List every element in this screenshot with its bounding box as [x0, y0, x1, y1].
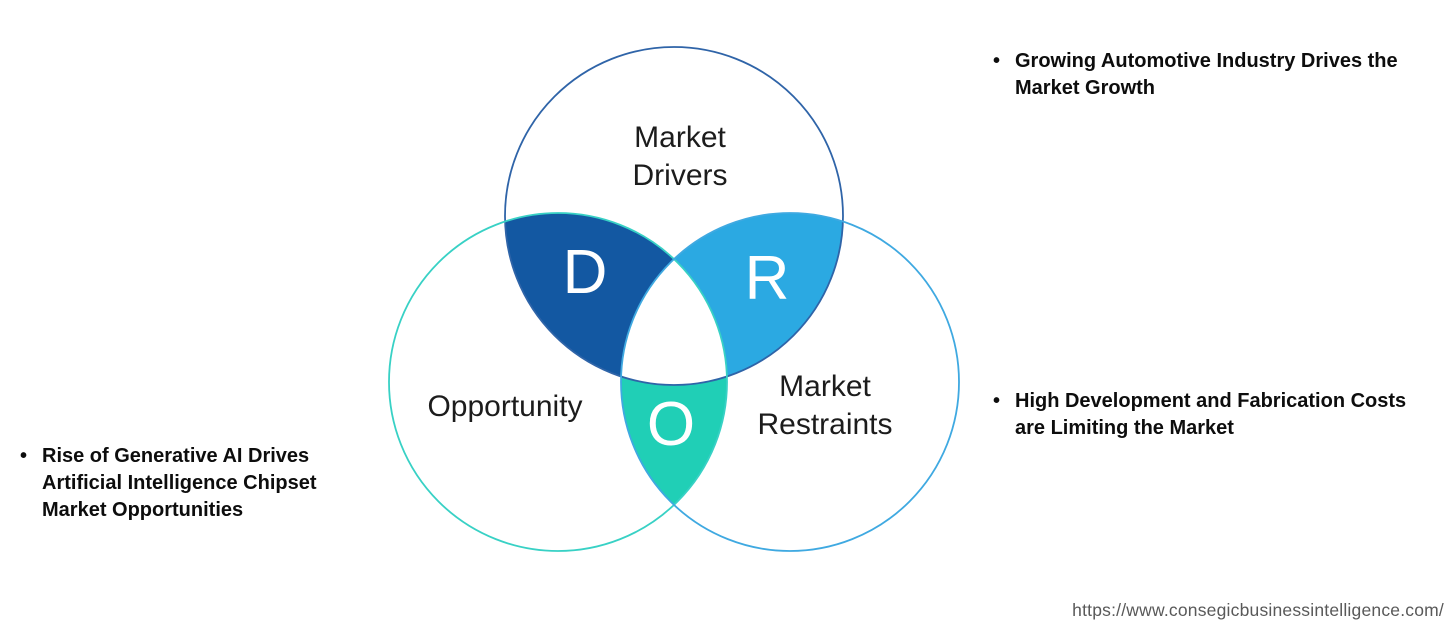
bullet-restraints-text: High Development and Fabrication Costs a…	[1015, 390, 1407, 439]
market-drivers-label-line2: Drivers	[632, 159, 728, 192]
opportunity-letter: O	[646, 390, 696, 459]
bullet-drivers-text: Growing Automotive Industry Drives the M…	[1015, 50, 1398, 99]
market-drivers-label: Market Drivers	[633, 119, 728, 195]
bullet-marker-icon: •	[20, 445, 28, 467]
bullet-marker-icon: •	[993, 50, 1001, 72]
market-restraints-label: Market Restraints	[757, 368, 892, 444]
drivers-circle-outline	[504, 46, 844, 386]
bullet-restraints-annotation: • High Development and Fabrication Costs…	[993, 388, 1420, 442]
opportunity-circle-outline	[388, 212, 728, 552]
market-drivers-label-line1: Market	[634, 121, 726, 154]
bullet-opportunity-annotation: • Rise of Generative AI Drives Artificia…	[20, 443, 364, 524]
drivers-letter: D	[562, 238, 608, 307]
market-restraints-label-line2: Restraints	[757, 408, 893, 441]
restraints-circle-outline	[620, 212, 960, 552]
bullet-drivers-annotation: • Growing Automotive Industry Drives the…	[993, 48, 1420, 102]
opportunity-label: Opportunity	[427, 390, 583, 423]
market-restraints-label-line1: Market	[779, 370, 871, 403]
bullet-marker-icon: •	[993, 390, 1001, 412]
bullet-opportunity-text: Rise of Generative AI Drives Artificial …	[42, 445, 317, 521]
restraints-letter: R	[744, 244, 790, 313]
source-url: https://www.consegicbusinessintelligence…	[1072, 600, 1444, 620]
